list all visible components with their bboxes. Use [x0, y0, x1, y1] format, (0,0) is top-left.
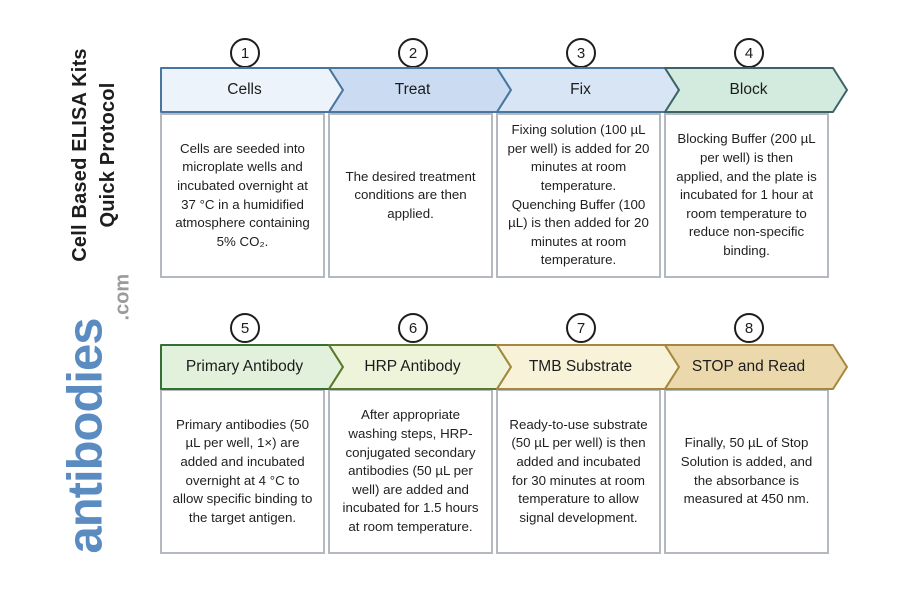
step-banner-hrp-antibody: HRP Antibody: [328, 344, 513, 390]
vertical-page-title: Cell Based ELISA Kits Quick Protocol: [66, 15, 122, 295]
step-banner-stop-and-read: STOP and Read: [664, 344, 849, 390]
arrow-banner-shape: [664, 344, 848, 390]
step-description-8: Finally, 50 µL of Stop Solution is added…: [664, 389, 829, 554]
arrow-polygon: [664, 344, 848, 390]
step-number-4: 4: [734, 38, 764, 68]
step-description-3-text: Fixing solution (100 µL per well) is add…: [507, 122, 650, 268]
step-description-4-text: Blocking Buffer (200 µL per well) is the…: [676, 131, 817, 259]
step-description-7: Ready-to-use substrate (50 µL per well) …: [496, 389, 661, 554]
step-label-primary-antibody: Primary Antibody: [185, 358, 304, 375]
step-number-7: 7: [566, 313, 596, 343]
brand-tld: .com: [111, 273, 134, 321]
step-number-6: 6: [398, 313, 428, 343]
step-label-stop-and-read: STOP and Read: [691, 358, 806, 375]
step-banner-primary-antibody: Primary Antibody: [160, 344, 345, 390]
step-number-1: 1: [230, 38, 260, 68]
step-label-tmb-substrate: TMB Substrate: [528, 358, 633, 375]
antibodies-logo: antibodies.com: [58, 274, 134, 554]
step-label-treat: Treat: [394, 81, 431, 98]
step-description-6-text: After appropriate washing steps, HRP-con…: [342, 407, 479, 535]
step-number-2: 2: [398, 38, 428, 68]
title-line-1: Cell Based ELISA Kits: [69, 48, 91, 262]
step-banner-fix: Fix: [496, 67, 681, 113]
step-number-8: 8: [734, 313, 764, 343]
step-description-5-text: Primary antibodies (50 µL per well, 1×) …: [172, 416, 313, 525]
arrow-polygon: [664, 67, 848, 113]
step-banner-tmb-substrate: TMB Substrate: [496, 344, 681, 390]
step-description-5: Primary antibodies (50 µL per well, 1×) …: [160, 389, 325, 554]
step-number-5: 5: [230, 313, 260, 343]
step-description-7-text: Ready-to-use substrate (50 µL per well) …: [509, 416, 648, 525]
title-line-2: Quick Protocol: [97, 82, 119, 228]
step-banner-treat: Treat: [328, 67, 513, 113]
step-description-2: The desired treatment conditions are the…: [328, 113, 493, 278]
step-description-8-text: Finally, 50 µL of Stop Solution is added…: [680, 435, 813, 507]
step-description-6: After appropriate washing steps, HRP-con…: [328, 389, 493, 554]
step-description-1: Cells are seeded into microplate wells a…: [160, 113, 325, 278]
brand-text: antibodies: [58, 318, 113, 554]
step-number-3: 3: [566, 38, 596, 68]
step-label-block: Block: [729, 81, 768, 98]
step-label-hrp-antibody: HRP Antibody: [364, 358, 461, 375]
step-banner-cells: Cells: [160, 67, 345, 113]
step-label-fix: Fix: [570, 81, 591, 98]
step-banner-block: Block: [664, 67, 849, 113]
step-label-cells: Cells: [227, 81, 262, 98]
step-description-2-text: The desired treatment conditions are the…: [345, 168, 476, 221]
step-description-1-text: Cells are seeded into microplate wells a…: [175, 140, 310, 249]
step-description-3: Fixing solution (100 µL per well) is add…: [496, 113, 661, 278]
arrow-banner-shape: [664, 67, 848, 113]
step-description-4: Blocking Buffer (200 µL per well) is the…: [664, 113, 829, 278]
